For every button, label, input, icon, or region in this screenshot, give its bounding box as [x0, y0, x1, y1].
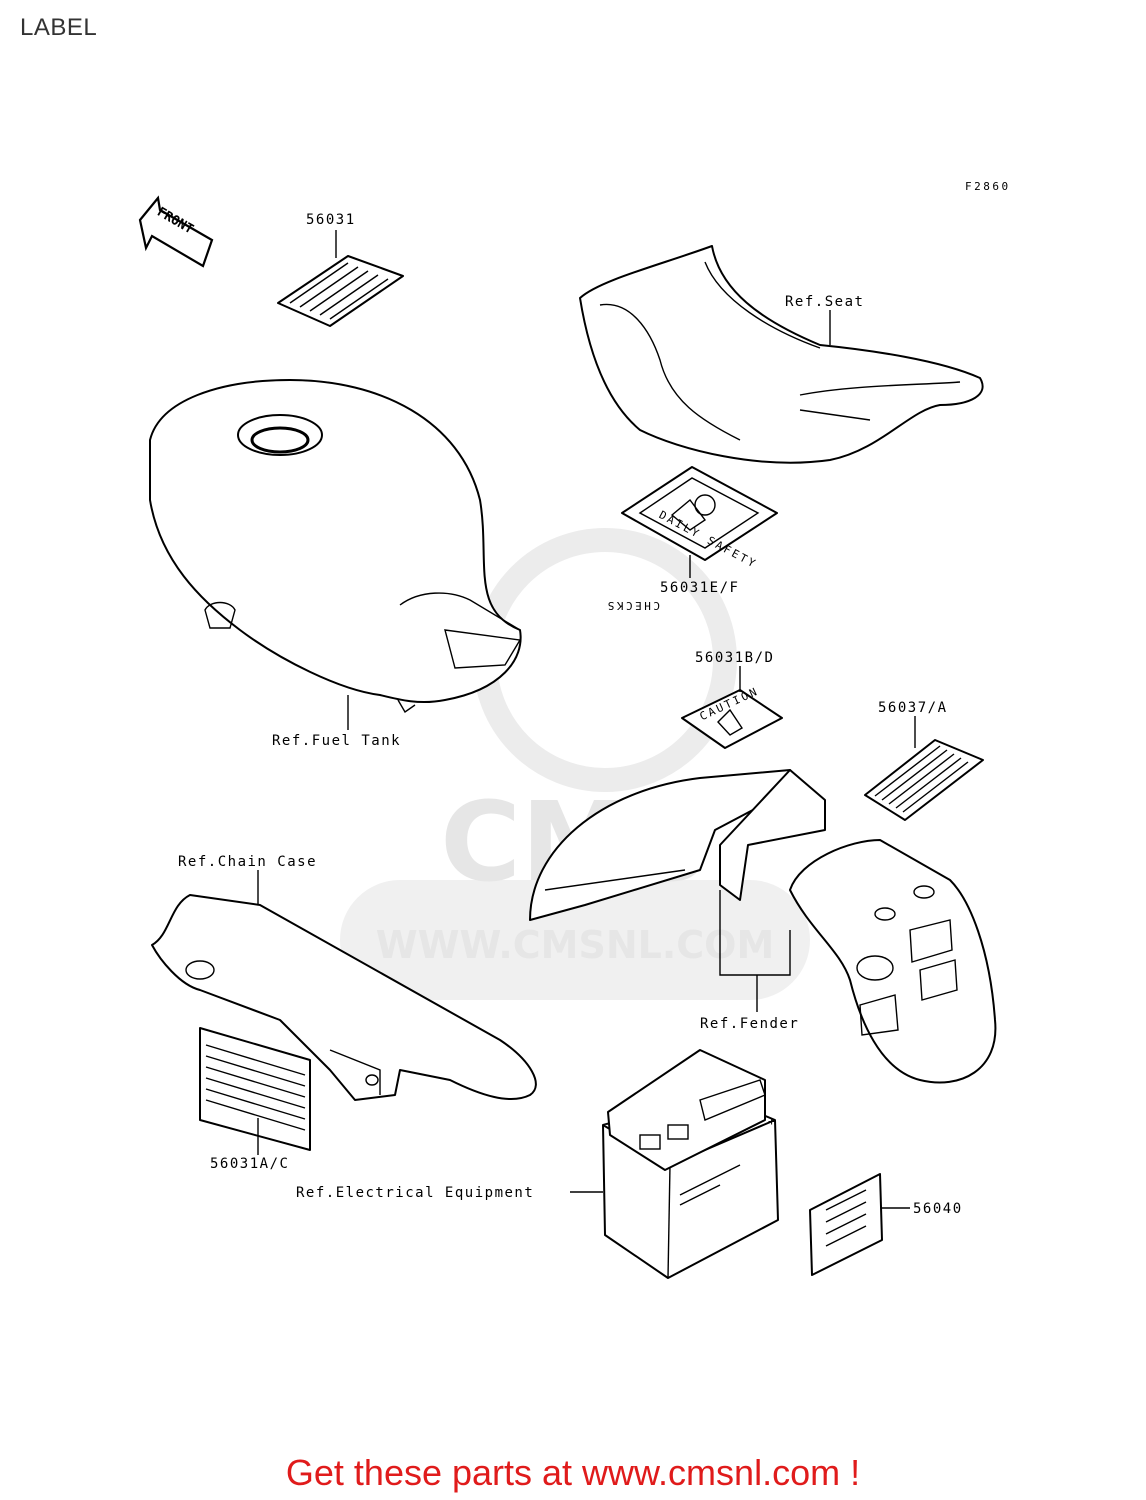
footer-promo[interactable]: Get these parts at www.cmsnl.com !	[285, 1452, 861, 1493]
callout-56031ac: 56031A/C	[210, 1156, 289, 1172]
callout-56037a: 56037/A	[878, 700, 948, 716]
label-56040	[809, 1173, 883, 1276]
callout-56031ef: 56031E/F	[660, 580, 739, 596]
decal-checks: CHECKS	[605, 599, 660, 612]
figure-code: F2860	[965, 180, 1011, 193]
watermark-url: WWW.CMSNL.COM	[376, 923, 775, 967]
callout-ref-chain-case: Ref.Chain Case	[178, 854, 317, 870]
callout-56031: 56031	[306, 212, 356, 228]
callout-ref-seat: Ref.Seat	[785, 294, 864, 310]
chain-case-drawing	[151, 894, 537, 1101]
label-56037a	[864, 739, 984, 821]
fender-drawing	[529, 769, 997, 1084]
callout-ref-fender: Ref.Fender	[700, 1016, 799, 1032]
label-56031	[277, 230, 404, 327]
fuel-tank-drawing	[149, 379, 522, 714]
battery-drawing: +	[602, 1049, 779, 1279]
seat-drawing	[579, 245, 984, 464]
callout-ref-fuel-tank: Ref.Fuel Tank	[272, 733, 401, 749]
callout-56031bd: 56031B/D	[695, 650, 774, 666]
label-56031ac	[199, 1027, 311, 1151]
callout-56040: 56040	[913, 1201, 963, 1217]
front-arrow-icon: FRONT	[138, 195, 214, 268]
battery-plus-sign: +	[768, 1114, 775, 1128]
callout-ref-electrical: Ref.Electrical Equipment	[296, 1185, 534, 1201]
page-title: LABEL	[20, 14, 98, 41]
